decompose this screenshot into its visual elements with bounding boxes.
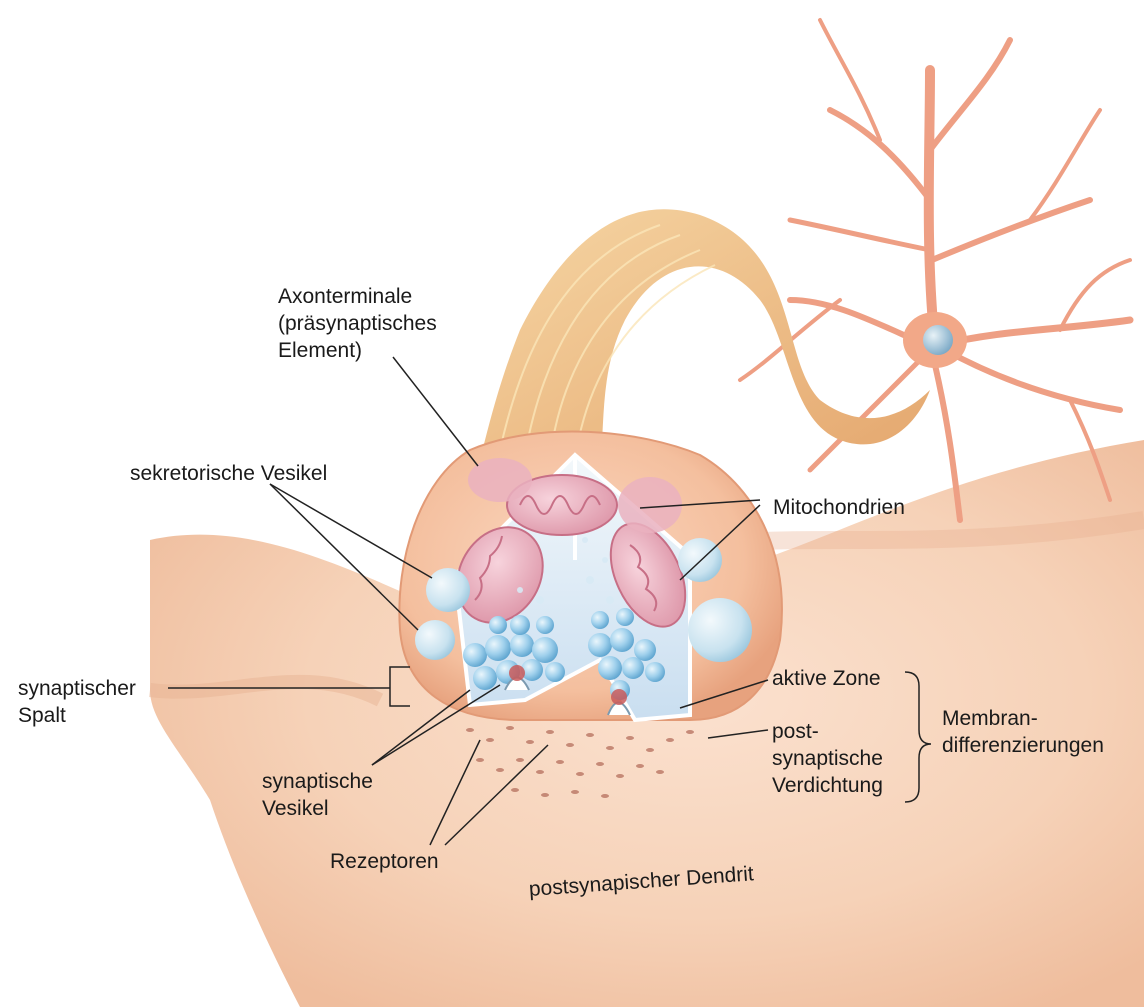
axon <box>480 209 930 470</box>
neuron-nucleus <box>923 325 953 355</box>
label-membrane-differentiations: Membran- differenzierungen <box>942 705 1104 759</box>
label-synaptic-vesicles: synaptische Vesikel <box>262 768 373 822</box>
label-mitochondria: Mitochondrien <box>773 494 905 521</box>
label-receptors: Rezeptoren <box>330 848 439 875</box>
neuron-cell <box>740 20 1130 520</box>
label-secretory-vesicles: sekretorische Vesikel <box>130 460 327 487</box>
label-postsynaptic-density: post- synaptische Verdichtung <box>772 718 883 799</box>
label-synaptic-cleft: synaptischer Spalt <box>18 675 136 729</box>
label-active-zone: aktive Zone <box>772 665 881 692</box>
label-axonterminal: Axonterminale (präsynaptisches Element) <box>278 283 437 364</box>
